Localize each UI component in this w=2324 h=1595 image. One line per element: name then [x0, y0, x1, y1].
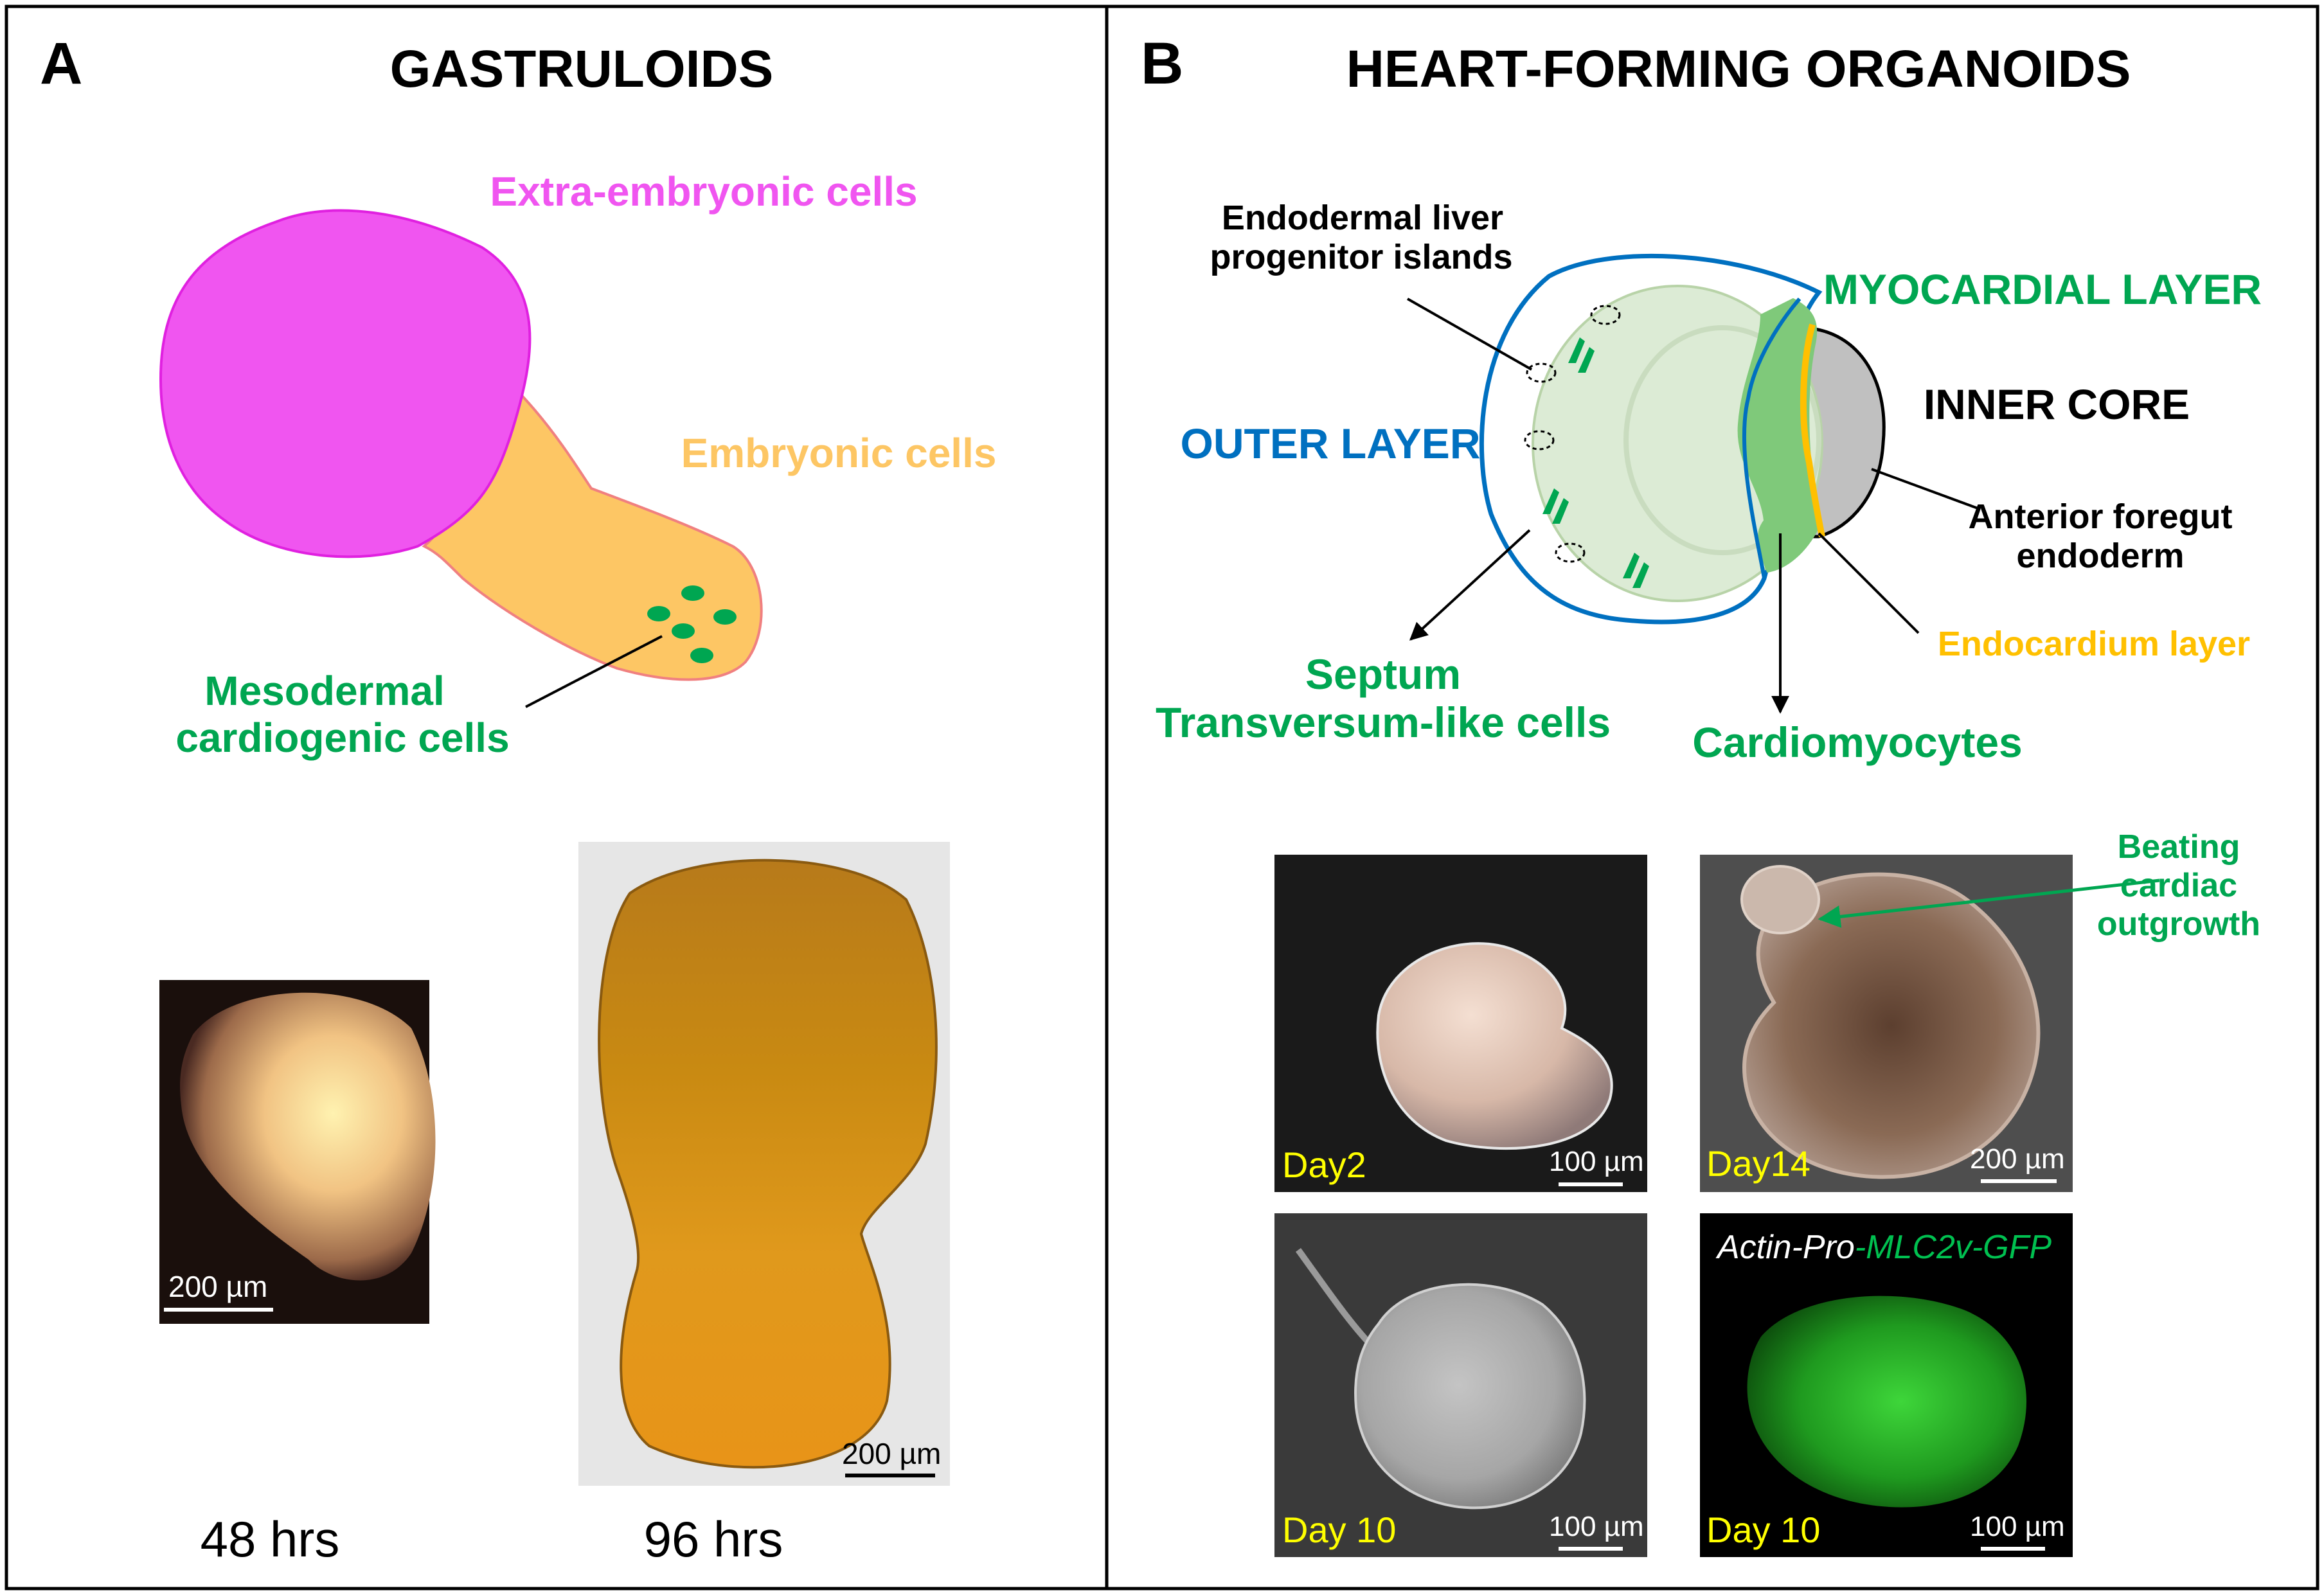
inner-core-shape — [1798, 326, 1886, 539]
septum-label-line1: Septum — [1305, 650, 1461, 698]
organoid-body-shape — [1532, 285, 1823, 602]
photo-day14: Day14 200 µm — [1700, 855, 2073, 1192]
outer-layer-label: OUTER LAYER — [1181, 420, 1481, 467]
mesodermal-cell — [647, 606, 670, 621]
caption-48hrs: 48 hrs — [201, 1511, 340, 1567]
organoid-schematic — [1479, 253, 1886, 625]
septum-arrow — [1409, 529, 1531, 641]
photo-day10-brightfield: Day 10 100 µm — [1274, 1213, 1647, 1557]
cardiac-outgrowth-shape — [1740, 865, 1820, 934]
liver-island-icon — [1526, 362, 1557, 383]
septum-cell-icon — [1568, 337, 1595, 373]
myocardial-layer-label: MYOCARDIAL LAYER — [1823, 265, 2262, 313]
panel-b-title: HEART-FORMING ORGANOIDS — [1346, 40, 2131, 98]
foregut-label-line2: endoderm — [2016, 537, 2184, 575]
beating-label-line1: Beating — [2118, 828, 2240, 866]
panel-a-title: GASTRULOIDS — [390, 40, 774, 98]
beating-label-line2: cardiac — [2120, 867, 2237, 904]
foregut-pointer-line — [1871, 468, 1980, 510]
endocardium-label: Endocardium layer — [1938, 625, 2250, 663]
day-label: Day 10 — [1282, 1510, 1396, 1550]
panel-b-letter: B — [1141, 31, 1183, 96]
panel-a-letter: A — [40, 31, 82, 96]
septum-cell-icon — [1623, 553, 1649, 588]
scale-label: 100 µm — [1549, 1511, 1644, 1542]
beating-arrow — [1818, 878, 2160, 928]
extra-embryonic-region-shape — [159, 209, 532, 558]
extra-embryonic-label: Extra-embryonic cells — [490, 168, 917, 215]
inner-core-label: INNER CORE — [1924, 380, 2190, 428]
endocardium-layer-line — [1800, 323, 1825, 537]
mesodermal-label-line1: Mesodermal — [204, 668, 444, 714]
mesodermal-cell — [713, 609, 737, 625]
scale-label: 100 µm — [1549, 1146, 1644, 1177]
mesodermal-label-line2: cardiogenic cells — [175, 715, 509, 761]
outer-layer-edge — [1742, 298, 1801, 579]
scale-label: 200 µm — [168, 1270, 267, 1303]
liver-label-line2: progenitor islands — [1210, 238, 1512, 276]
mesodermal-cell — [690, 648, 713, 663]
caption-96hrs: 96 hrs — [644, 1511, 783, 1567]
scale-label: 200 µm — [842, 1437, 941, 1470]
photo-day10-gfp: Actin-Pro-MLC2v-GFP Day 10 100 µm — [1700, 1213, 2073, 1557]
liver-island-icon — [1590, 305, 1621, 325]
mesodermal-pointer-line — [525, 635, 663, 708]
mesodermal-cell — [672, 623, 695, 639]
liver-island-icon — [1555, 542, 1586, 563]
beating-label-line3: outgrowth — [2097, 905, 2260, 943]
scale-label: 100 µm — [1970, 1511, 2065, 1542]
liver-label-line1: Endodermal liver — [1222, 199, 1503, 237]
photo-96hrs: 200 µm — [578, 842, 950, 1486]
day-label: Day2 — [1282, 1145, 1366, 1185]
scale-label: 200 µm — [1970, 1143, 2065, 1175]
septum-label-line2: Transversum-like cells — [1156, 699, 1611, 746]
photo-day2: Day2 100 µm — [1274, 855, 1647, 1192]
reporter-prefix: Actin-Pro — [1715, 1229, 1855, 1266]
endocardium-pointer-line — [1818, 532, 1920, 634]
septum-cell-icon — [1542, 488, 1569, 524]
foregut-label-line1: Anterior foregut — [1969, 497, 2233, 536]
mesodermal-cell — [681, 585, 704, 601]
panel-b-frame — [1105, 4, 2320, 1591]
photo-48hrs: 200 µm — [159, 980, 436, 1324]
organoid-inner-ring — [1623, 325, 1821, 555]
liver-pointer-line — [1407, 298, 1532, 371]
liver-island-icon — [1524, 430, 1555, 450]
reporter-suffix: -MLC2v-GFP — [1855, 1229, 2052, 1266]
day-label: Day 10 — [1706, 1510, 1820, 1550]
mesodermal-cell-dots — [647, 585, 737, 663]
reporter-label: Actin-Pro-MLC2v-GFP — [1715, 1229, 2051, 1266]
day-label: Day14 — [1706, 1143, 1810, 1184]
cardiomyocytes-label: Cardiomyocytes — [1692, 718, 2023, 766]
embryonic-label: Embryonic cells — [681, 430, 997, 476]
